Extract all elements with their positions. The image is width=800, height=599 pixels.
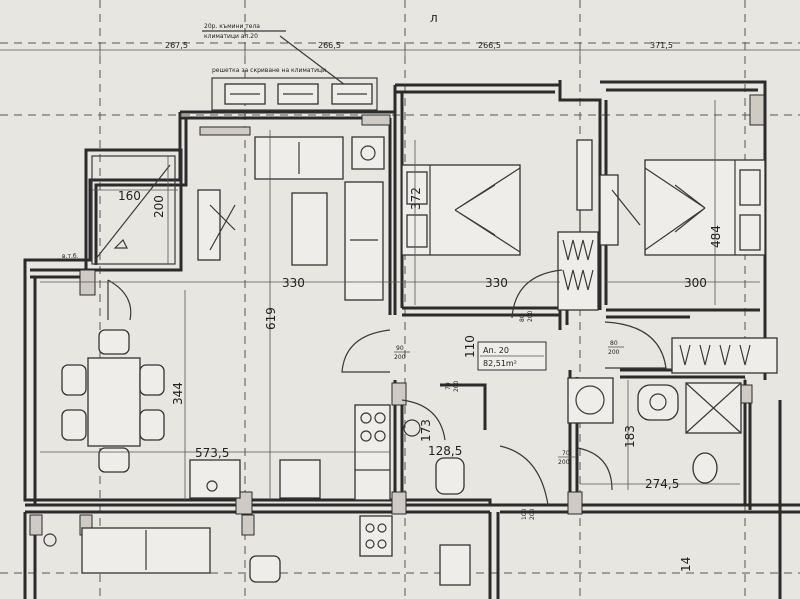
bedroom-1 [401, 139, 599, 311]
right-small: 14 [679, 557, 693, 572]
coffee-table [291, 192, 328, 266]
ac-unit-1 [224, 83, 266, 105]
living-bottom-width: 573,5 [195, 446, 229, 460]
door1-top: 90 [396, 345, 404, 352]
side-table [351, 136, 385, 170]
left-room-width: 160 [118, 189, 141, 203]
dim-top-2: 266,5 [318, 41, 341, 50]
wc-toilet [435, 457, 465, 495]
dining-height: 344 [171, 382, 185, 405]
left-room-details: в.т.б. [62, 164, 171, 261]
room-labels: 160 200 330 619 344 573,5 330 372 300 48… [118, 187, 723, 572]
door4-top: 70 [445, 382, 452, 390]
door5-top: 70 [562, 450, 570, 457]
bedroom1-height: 372 [409, 187, 423, 210]
living-width: 330 [282, 276, 305, 290]
door1-bottom: 200 [394, 354, 406, 361]
door2-bottom: 200 [527, 310, 534, 322]
mark-l: л [430, 11, 438, 25]
apartment-tag: Ап. 20 82,51m² [477, 341, 547, 371]
dim-top-1: 267,5 [165, 41, 188, 50]
apartment-label: Ап. 20 [483, 346, 509, 355]
note-vent-1: 20р. къмини тела [204, 23, 260, 30]
door4-bottom: 200 [453, 380, 460, 392]
header-notes: 20р. къмини тела климатици ал.20 решетка… [202, 11, 438, 86]
kitchen [189, 404, 391, 501]
door3-top: 80 [610, 340, 618, 347]
bathroom [403, 377, 742, 495]
door3-bottom: 200 [608, 349, 620, 356]
note-grille: решетка за скриване на климатици [212, 67, 326, 74]
bath-height: 183 [623, 425, 637, 448]
tv-unit [197, 189, 221, 261]
top-dimension: 267,5 266,5 266,5 371,5 [0, 41, 800, 56]
lower-furniture [43, 515, 471, 586]
dim-top-4: 371,5 [650, 41, 673, 50]
bath-width: 274,5 [645, 477, 679, 491]
bedroom-2 [599, 159, 778, 374]
ac-units [211, 77, 378, 111]
wc-width: 128,5 [428, 444, 462, 458]
dining-table [87, 357, 141, 447]
left-room-height: 200 [152, 195, 166, 218]
door5-bottom: 200 [558, 459, 570, 466]
hall-dim: 110 [463, 335, 477, 358]
door6-bottom: 200 [529, 508, 536, 520]
living-depth: 619 [264, 307, 278, 330]
washer [567, 377, 614, 424]
door-labels: 90 200 80 200 80 200 70 200 70 200 100 2… [394, 310, 624, 520]
dining-set [61, 329, 165, 473]
apartment-area: 82,51m² [483, 359, 517, 368]
bedroom2-height: 484 [709, 225, 723, 248]
sofa-right [344, 181, 384, 301]
bedroom1-width: 330 [485, 276, 508, 290]
door6-top: 100 [521, 508, 528, 520]
note-vent-2: климатици ал.20 [204, 33, 258, 40]
ac-unit-2 [277, 83, 319, 105]
dim-top-3: 266,5 [478, 41, 501, 50]
bedroom2-width: 300 [684, 276, 707, 290]
door2-top: 80 [519, 314, 526, 322]
wc-height: 173 [419, 419, 433, 442]
ac-unit-3 [331, 83, 373, 105]
dimension-lines [40, 100, 760, 500]
left-room-note: в.т.б. [62, 253, 79, 260]
